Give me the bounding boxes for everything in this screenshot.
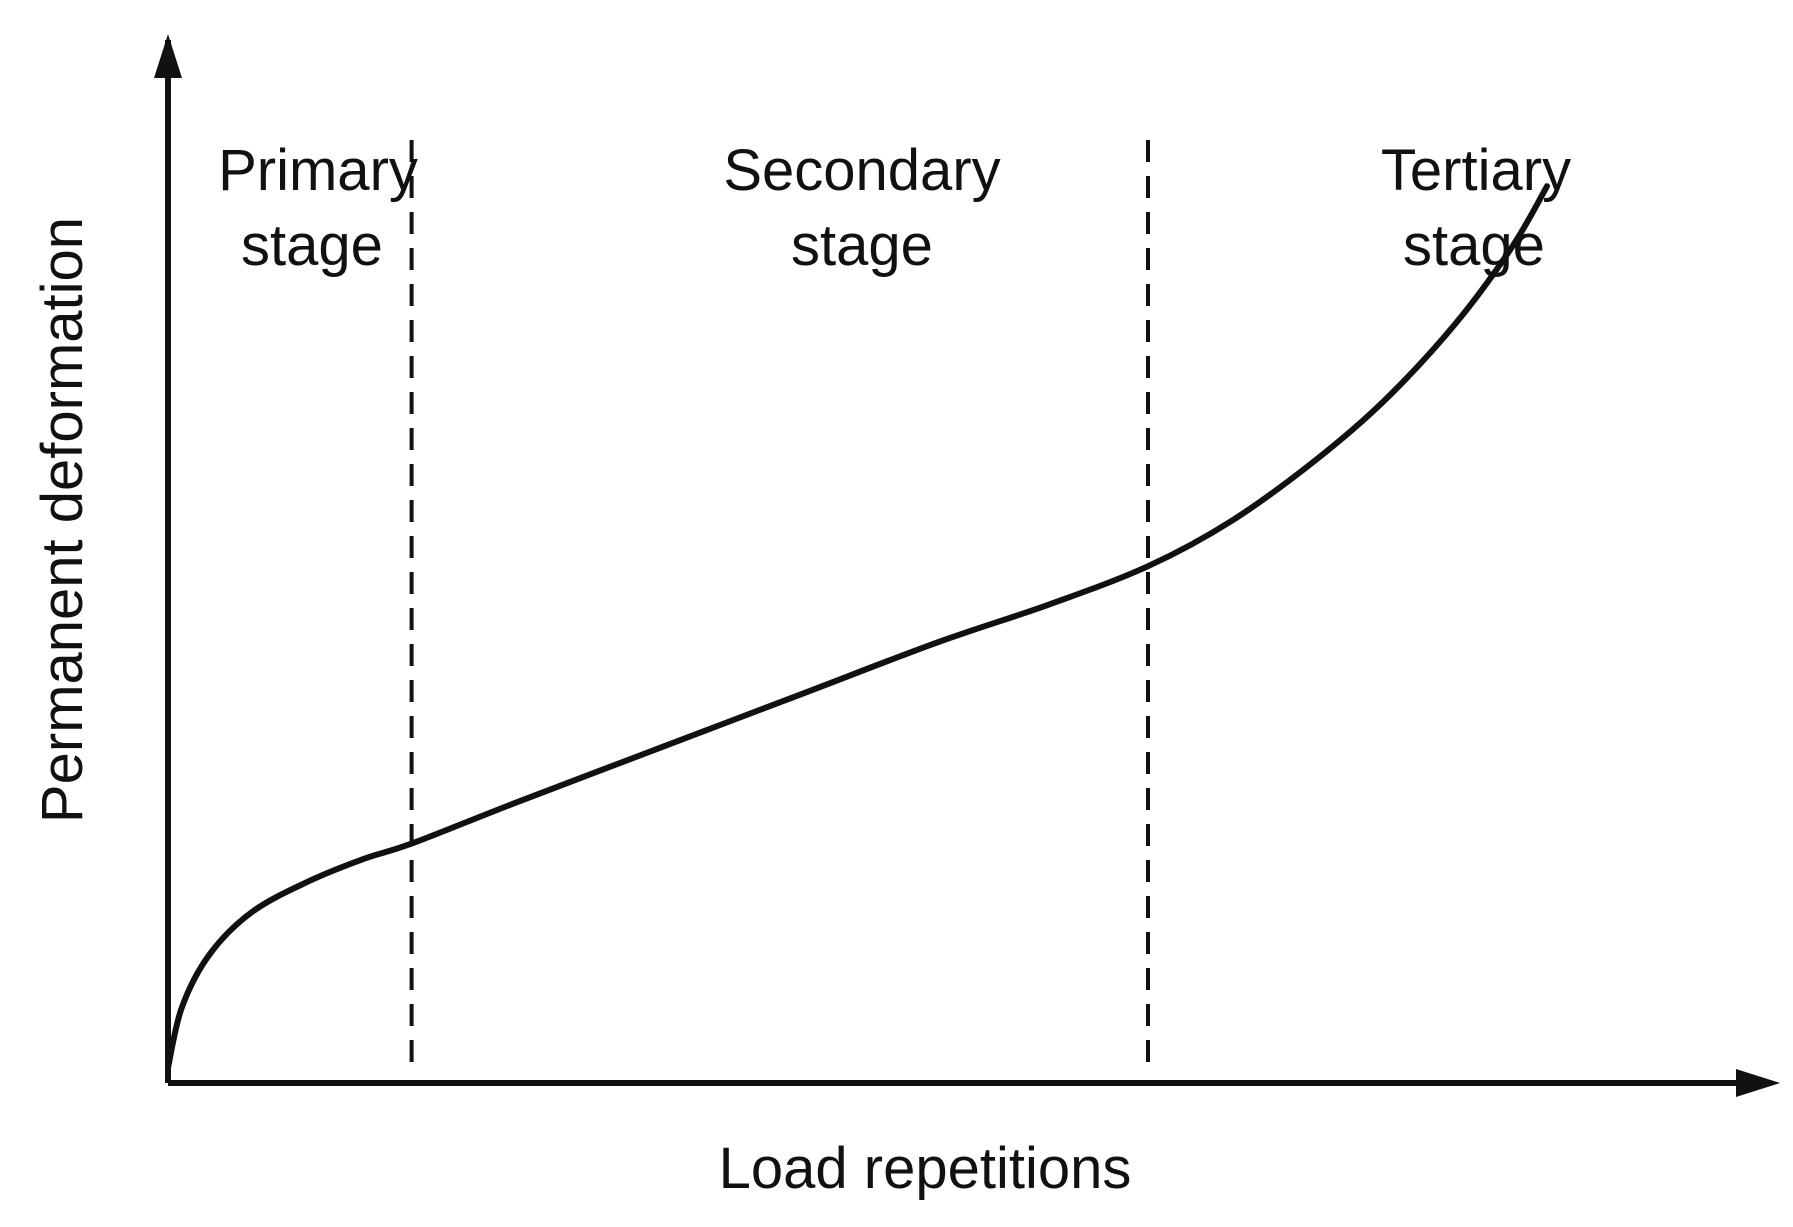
stage-label-secondary: Secondary xyxy=(723,138,1000,203)
stage-label-primary: Primary xyxy=(218,138,418,203)
stage-label-tertiary: Tertiary xyxy=(1381,138,1571,203)
stage-label-secondary-sub: stage xyxy=(791,213,933,278)
y-axis-label: Permanent deformation xyxy=(30,217,95,823)
stage-label-tertiary-sub: stage xyxy=(1403,213,1545,278)
y-axis-arrow-icon xyxy=(154,34,182,78)
deformation-curve xyxy=(165,183,1550,1071)
x-axis-label: Load repetitions xyxy=(719,1136,1132,1201)
x-axis-arrow-icon xyxy=(1736,1069,1780,1097)
stage-label-primary-sub: stage xyxy=(241,213,383,278)
